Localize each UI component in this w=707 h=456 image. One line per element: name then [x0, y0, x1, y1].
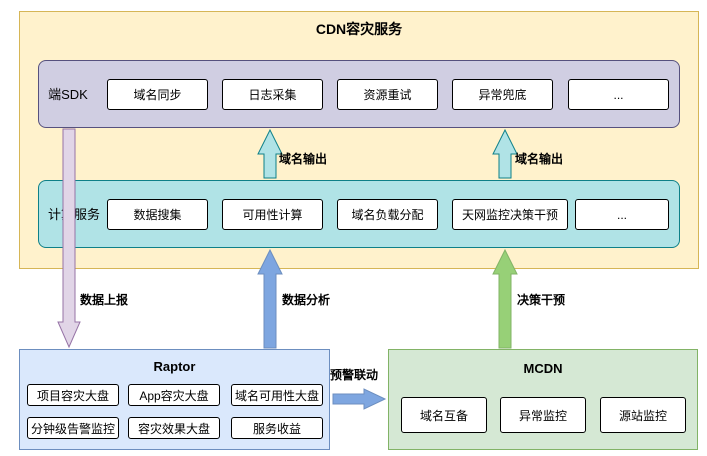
- mcdn-item-domain-backup: 域名互备: [401, 397, 487, 433]
- calc-item-skynet-monitor: 天网监控决策干预: [452, 199, 568, 230]
- cdn-service-title: CDN容灾服务: [315, 21, 403, 37]
- raptor-item-effect-dashboard: 容灾效果大盘: [128, 417, 220, 439]
- sdk-item-domain-sync: 域名同步: [107, 79, 208, 110]
- sdk-item-resource-retry: 资源重试: [337, 79, 438, 110]
- data-analysis-arrow: [257, 248, 283, 349]
- data-analysis-label: 数据分析: [282, 293, 331, 307]
- sdk-layer-label: 端SDK: [48, 86, 88, 102]
- raptor-item-minute-alert: 分钟级告警监控: [27, 417, 119, 439]
- domain-output-label-1: 域名输出: [279, 152, 328, 166]
- calc-item-availability: 可用性计算: [222, 199, 323, 230]
- alert-linkage-label: 预警联动: [330, 368, 379, 382]
- raptor-title: Raptor: [153, 358, 196, 374]
- sdk-item-exception-fallback: 异常兜底: [452, 79, 553, 110]
- calc-item-data-collect: 数据搜集: [107, 199, 208, 230]
- raptor-item-app-dashboard: App容灾大盘: [128, 384, 220, 406]
- calc-item-load-allocation: 域名负载分配: [337, 199, 438, 230]
- mcdn-item-origin-monitor: 源站监控: [600, 397, 686, 433]
- mcdn-item-exception-monitor: 异常监控: [500, 397, 586, 433]
- decision-intervention-label: 决策干预: [517, 293, 566, 307]
- domain-output-label-2: 域名输出: [515, 152, 564, 166]
- sdk-item-more: ...: [568, 79, 669, 110]
- mcdn-title: MCDN: [523, 360, 563, 376]
- raptor-item-project-dashboard: 项目容灾大盘: [27, 384, 119, 406]
- sdk-item-log-collection: 日志采集: [222, 79, 323, 110]
- domain-output-arrow-2: [492, 128, 518, 179]
- domain-output-arrow-1: [257, 128, 283, 179]
- decision-intervention-arrow: [492, 248, 518, 349]
- alert-linkage-arrow: [332, 388, 387, 410]
- raptor-item-domain-availability: 域名可用性大盘: [231, 384, 323, 406]
- raptor-item-service-benefit: 服务收益: [231, 417, 323, 439]
- calc-item-more: ...: [575, 199, 669, 230]
- data-report-arrow: [57, 128, 81, 349]
- data-report-label: 数据上报: [80, 293, 129, 307]
